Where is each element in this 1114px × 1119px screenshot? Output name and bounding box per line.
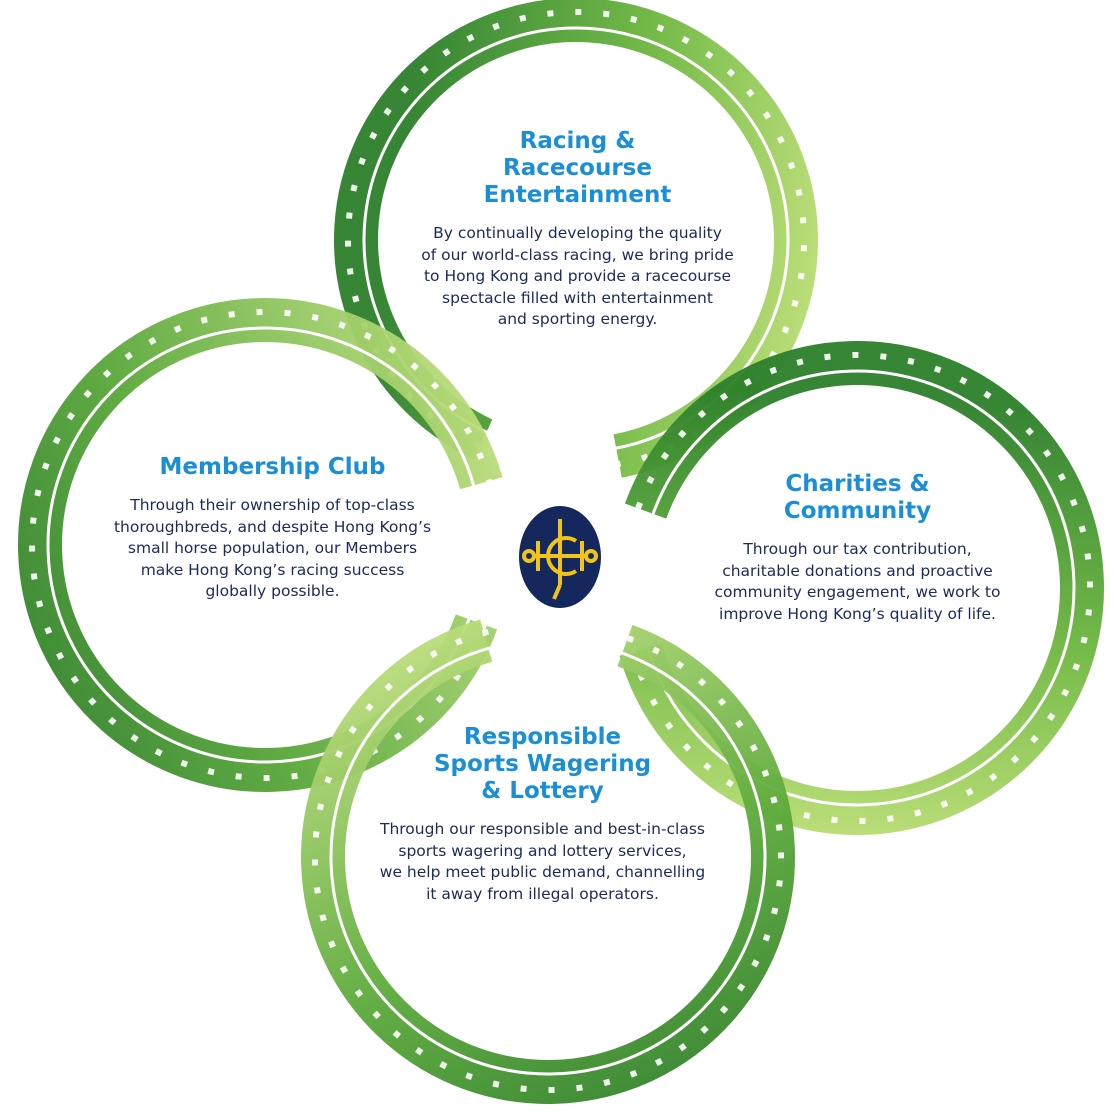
body-line: it away from illegal operators. xyxy=(426,884,659,903)
title-line: Racing & xyxy=(519,128,636,154)
section-membership: Membership Club Through their ownership … xyxy=(90,454,455,603)
body-line: spectacle filled with entertainment xyxy=(442,288,713,307)
body-line: community engagement, we work to xyxy=(714,583,1001,601)
body-line: Through our tax contribution, xyxy=(743,540,972,558)
title-line: Responsible xyxy=(463,724,622,750)
section-title: Responsible Sports Wagering & Lottery xyxy=(350,724,735,805)
title-line: Racecourse xyxy=(503,155,652,181)
title-line: Entertainment xyxy=(483,182,672,208)
body-line: thoroughbreds, and despite Hong Kong’s xyxy=(113,517,432,536)
section-title: Charities & Community xyxy=(675,471,1040,525)
body-line: charitable donations and proactive xyxy=(722,561,993,580)
title-line: Sports Wagering xyxy=(433,751,652,777)
section-racing: Racing & Racecourse Entertainment By con… xyxy=(395,128,760,331)
body-line: improve Hong Kong’s quality of life. xyxy=(719,604,996,623)
section-body: Through their ownership of top-class tho… xyxy=(90,495,455,603)
body-line: we help meet public demand, channelling xyxy=(379,863,706,881)
body-line: make Hong Kong’s racing success xyxy=(140,560,405,579)
section-body: Through our responsible and best-in-clas… xyxy=(350,819,735,905)
section-wagering: Responsible Sports Wagering & Lottery Th… xyxy=(350,724,735,905)
body-line: of our world-class racing, we bring prid… xyxy=(421,245,734,264)
ring-wagering xyxy=(301,610,795,1104)
section-title: Racing & Racecourse Entertainment xyxy=(395,128,760,209)
body-line: globally possible. xyxy=(205,582,340,600)
title-line: Membership Club xyxy=(159,454,386,480)
section-body: Through our tax contribution, charitable… xyxy=(675,539,1040,625)
title-line: Community xyxy=(783,498,932,524)
body-line: and sporting energy. xyxy=(497,310,658,328)
body-line: Through their ownership of top-class xyxy=(130,496,415,514)
section-charities: Charities & Community Through our tax co… xyxy=(675,471,1040,625)
body-line: sports wagering and lottery services, xyxy=(398,841,687,860)
horseshoe-emblem-icon xyxy=(519,506,601,608)
body-line: Through our responsible and best-in-clas… xyxy=(379,820,705,838)
body-line: By continually developing the quality xyxy=(433,224,722,242)
body-line: small horse population, our Members xyxy=(127,539,418,557)
section-title: Membership Club xyxy=(90,454,455,481)
title-line: Charities & xyxy=(785,471,930,497)
title-line: & Lottery xyxy=(481,778,604,804)
body-line: to Hong Kong and provide a racecourse xyxy=(423,267,732,285)
section-body: By continually developing the quality of… xyxy=(395,223,760,331)
